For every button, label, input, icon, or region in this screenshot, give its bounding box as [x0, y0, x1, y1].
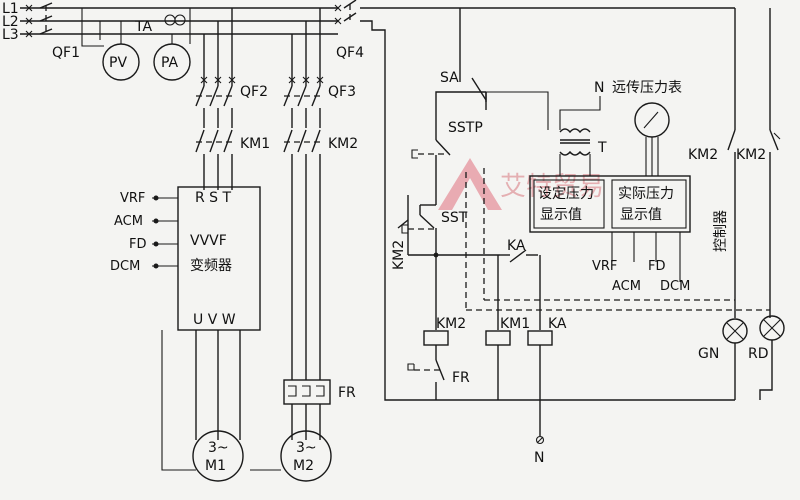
label-qf2: QF2 — [240, 84, 268, 100]
m2-name: M2 — [293, 458, 314, 474]
label-qf4: QF4 — [336, 45, 364, 61]
motor-m1: 3~ M1 — [161, 330, 244, 482]
vfd-name: VVVF — [190, 233, 227, 249]
m2-phase: 3~ — [296, 440, 317, 456]
control-circuit: QF4 SA SSTP SST KM2 KA — [334, 0, 770, 466]
label-pv: PV — [109, 55, 127, 71]
label-km2-lamp-1: KM2 — [688, 147, 718, 163]
label-neutral-top: N — [594, 80, 604, 96]
label-ka-contact: KA — [507, 238, 526, 254]
svg-text:艾特贸易: 艾特贸易 — [500, 172, 604, 202]
label-ta: TA — [134, 19, 152, 35]
label-fr-main: FR — [338, 385, 356, 401]
actual-pressure-line2: 显示值 — [620, 207, 662, 223]
transformer-and-gauge: N T 远传压力表 — [559, 80, 682, 176]
label-l1: L1 — [2, 1, 19, 17]
set-pressure-line1: 设定压力 — [538, 186, 594, 202]
coil-ka — [527, 330, 553, 346]
label-ka-coil: KA — [548, 316, 567, 332]
vfd-top-terminals: R S T — [195, 190, 232, 206]
direct-branch: QF3 KM2 FR — [283, 8, 358, 440]
label-qf1: QF1 — [52, 45, 80, 61]
label-transformer: T — [597, 140, 607, 156]
label-gn: GN — [698, 346, 719, 362]
indicator-lamps: KM2 KM2 GN RD — [688, 8, 785, 400]
supply-lines: L1 L2 L3 QF1 — [2, 1, 338, 61]
set-pressure-line2: 显示值 — [540, 207, 582, 223]
label-neutral-bottom: N — [534, 450, 544, 466]
controller-out-dcm: DCM — [660, 279, 690, 294]
label-qf3: QF3 — [328, 84, 356, 100]
vfd-bottom-terminals: U V W — [193, 312, 236, 328]
pressure-controller: 设定压力 显示值 实际压力 显示值 控制器 VRF FD ACM DCM — [529, 175, 729, 294]
watermark: 艾特贸易 — [438, 158, 604, 210]
label-km2-main: KM2 — [328, 136, 358, 152]
label-km1-main: KM1 — [240, 136, 270, 152]
meters: PV PA TA — [81, 8, 191, 81]
remote-pressure-gauge — [634, 102, 670, 138]
label-sst: SST — [441, 210, 468, 226]
motor-m2: 3~ M2 — [250, 430, 332, 482]
controller-out-vrf: VRF — [592, 259, 617, 274]
coil-km1 — [485, 330, 511, 346]
actual-pressure-line1: 实际压力 — [618, 186, 674, 202]
label-controller: 控制器 — [713, 210, 729, 252]
controller-out-acm: ACM — [612, 279, 641, 294]
label-remote-gauge: 远传压力表 — [612, 80, 682, 96]
label-pa: PA — [161, 55, 179, 71]
vfd-input-dcm: DCM — [110, 259, 140, 274]
label-l2: L2 — [2, 14, 19, 30]
thermal-relay — [283, 379, 331, 405]
label-km2-aux: KM2 — [391, 240, 407, 270]
label-sa: SA — [440, 70, 459, 86]
m1-name: M1 — [205, 458, 226, 474]
label-km2-coil: KM2 — [436, 316, 466, 332]
vfd-input-vrf: VRF — [120, 191, 145, 206]
m1-phase: 3~ — [208, 440, 229, 456]
vfd-input-acm: ACM — [114, 214, 143, 229]
label-sstp: SSTP — [448, 120, 483, 136]
vvvf-inverter: R S T VVVF 变频器 U V W VRF ACM FD DCM — [110, 186, 261, 440]
vfd-input-fd: FD — [129, 237, 147, 252]
vfd-branch: QF2 KM1 — [195, 8, 270, 190]
coil-km2 — [423, 330, 449, 346]
label-rd: RD — [748, 346, 769, 362]
label-km2-lamp-2: KM2 — [736, 147, 766, 163]
label-l3: L3 — [2, 27, 19, 43]
controller-out-fd: FD — [648, 259, 666, 274]
label-km1-coil: KM1 — [500, 316, 530, 332]
vfd-name-cn: 变频器 — [190, 258, 232, 274]
label-fr-aux: FR — [452, 370, 470, 386]
